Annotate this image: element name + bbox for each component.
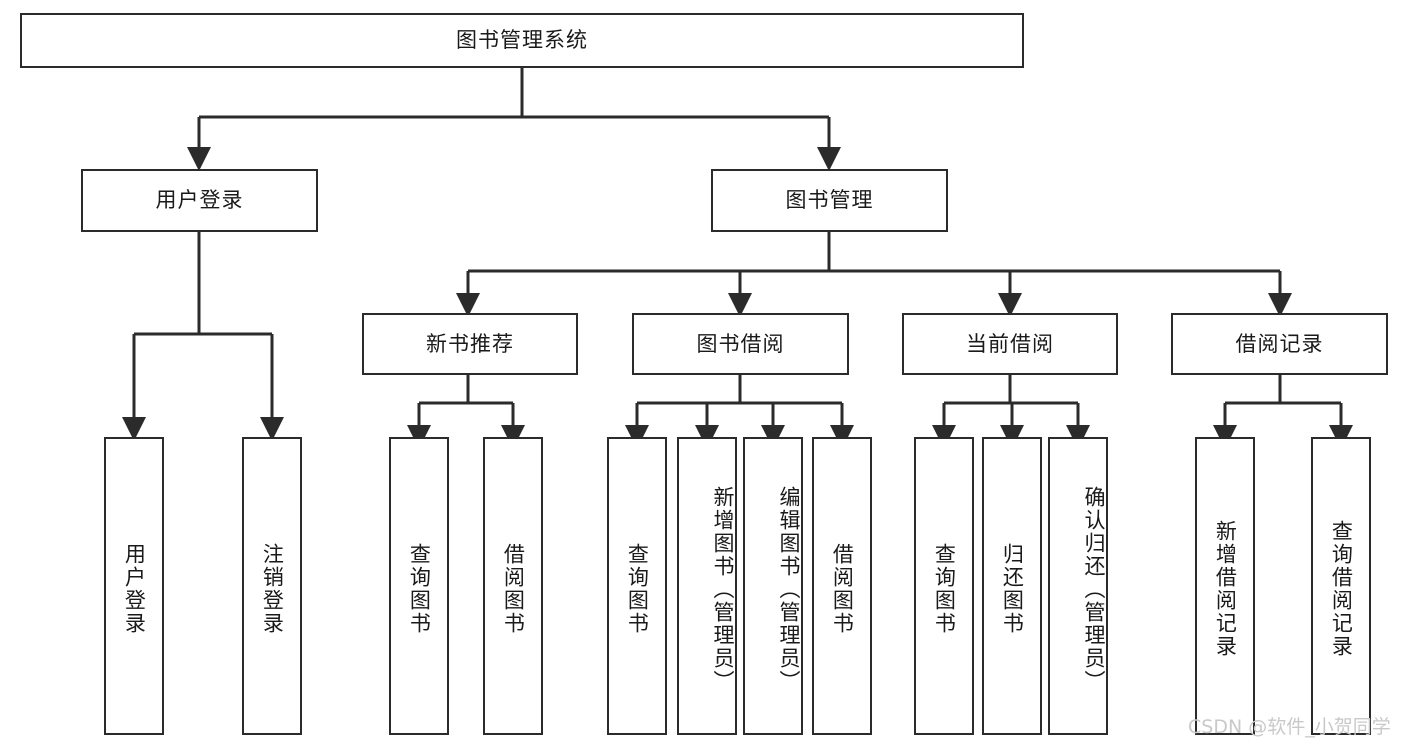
leaf-add-borrow-record[interactable]: 新增借阅记录 — [1195, 437, 1255, 735]
leaf-user-login[interactable]: 用户登录 — [104, 437, 164, 735]
node-current-borrowing[interactable]: 当前借阅 — [902, 313, 1118, 375]
leaf-edit-book-admin[interactable]: 编辑图书（管理员） — [743, 437, 803, 735]
leaf-borrow-book-from-borrowing[interactable]: 借阅图书 — [812, 437, 872, 735]
node-borrowing-record[interactable]: 借阅记录 — [1171, 313, 1388, 375]
leaf-query-book-from-current[interactable]: 查询图书 — [914, 437, 974, 735]
csdn-watermark: CSDN @软件_小贺同学 — [1188, 716, 1391, 738]
node-book-management[interactable]: 图书管理 — [711, 169, 948, 232]
leaf-query-borrow-record[interactable]: 查询借阅记录 — [1311, 437, 1371, 735]
node-new-book-recommendation[interactable]: 新书推荐 — [362, 313, 578, 375]
node-user-login[interactable]: 用户登录 — [81, 169, 318, 232]
leaf-query-book-from-borrowing[interactable]: 查询图书 — [607, 437, 667, 735]
leaf-confirm-return-admin[interactable]: 确认归还（管理员） — [1048, 437, 1108, 735]
leaf-borrow-book-from-recommendation[interactable]: 借阅图书 — [483, 437, 543, 735]
leaf-logout[interactable]: 注销登录 — [242, 437, 302, 735]
leaf-query-book-from-recommendation[interactable]: 查询图书 — [389, 437, 449, 735]
leaf-add-book-admin[interactable]: 新增图书（管理员） — [677, 437, 737, 735]
leaf-return-book[interactable]: 归还图书 — [982, 437, 1042, 735]
node-book-borrowing[interactable]: 图书借阅 — [632, 313, 849, 375]
node-root-book-management-system[interactable]: 图书管理系统 — [20, 13, 1024, 68]
